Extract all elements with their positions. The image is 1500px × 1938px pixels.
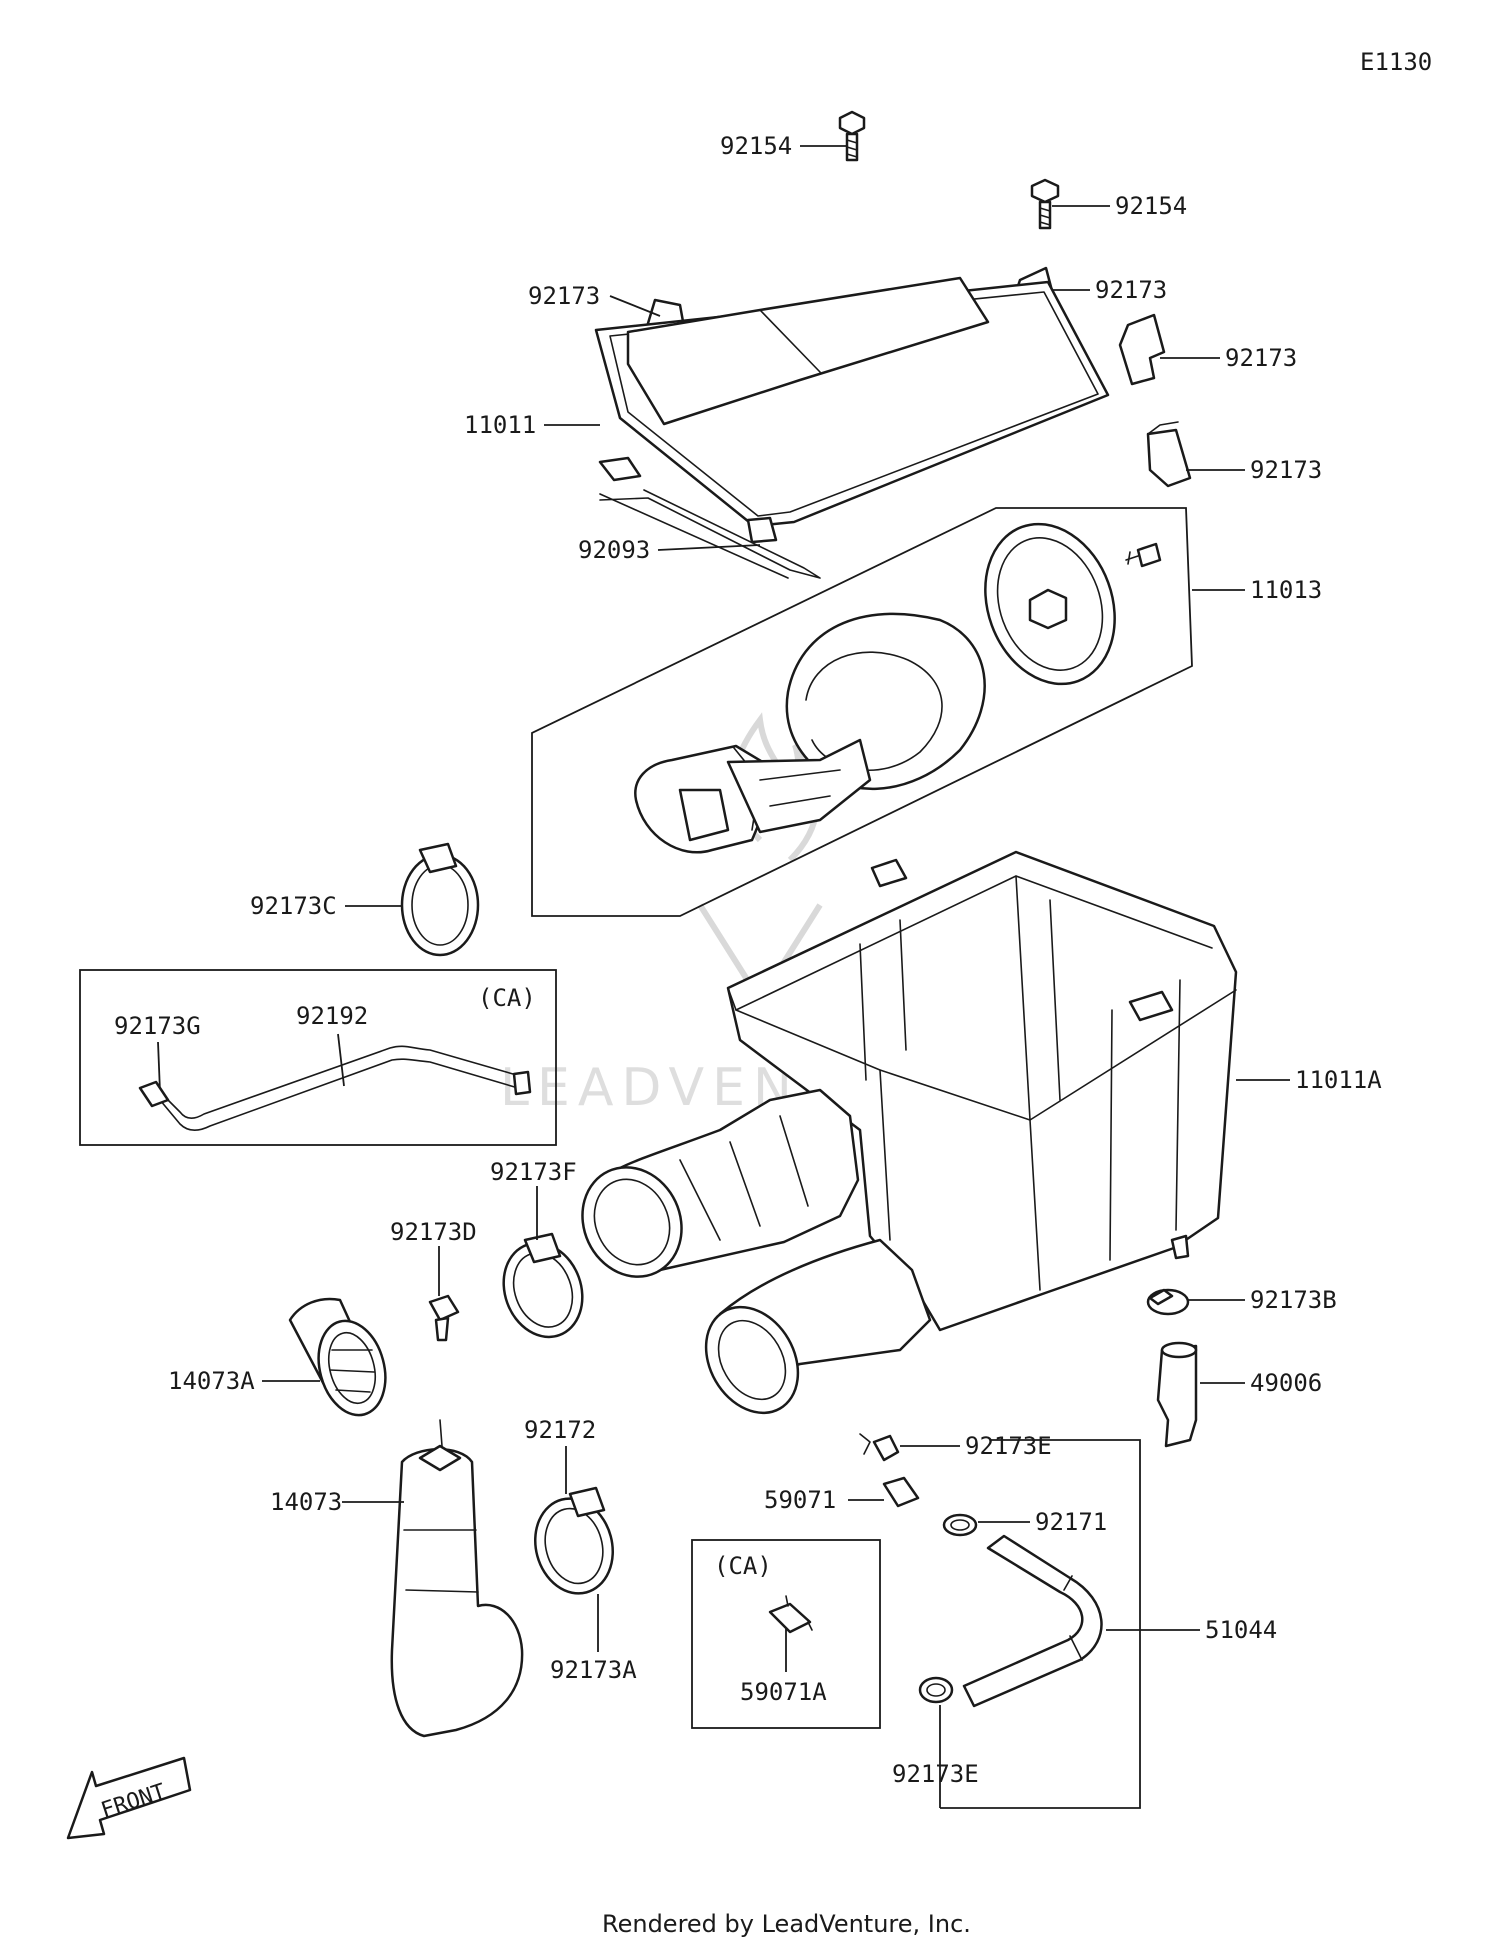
bolt-92154-top [838,110,866,162]
leader-92173-a [609,295,661,317]
clip-92173E-top [859,1433,900,1462]
air-box-case-11011A [726,850,1238,1332]
filter-assembly-box-11013 [531,507,1193,917]
callout-11011A: 11011A [1295,1066,1382,1094]
filter-end-cap [984,522,1116,686]
callout-92173C: 92173C [250,892,337,920]
callout-92173A: 92173A [550,1656,637,1684]
leader-92093 [657,544,761,551]
hose-clamp-92172 [533,1486,615,1595]
duct-adapter-14073A [288,1297,387,1417]
ca-box-breather [79,969,557,1146]
latch-clip-92173-bottom [1146,421,1192,488]
drain-plug-49006 [1156,1341,1198,1448]
leader-92173G [157,1041,161,1093]
air-box-upper-intake [581,1088,860,1278]
bolt-92154-right [1030,178,1060,230]
callout-92154-b: 92154 [1115,192,1187,220]
callout-51044: 51044 [1205,1616,1277,1644]
callout-92171: 92171 [1035,1508,1107,1536]
callout-14073A: 14073A [168,1367,255,1395]
filter-cage [634,738,872,854]
callout-11013: 11013 [1250,576,1322,604]
fitting-59071A [768,1595,813,1634]
hose-clamp-92173F [502,1232,584,1339]
callout-92173-d: 92173 [1250,456,1322,484]
air-box-cover-11011 [594,276,1110,544]
callout-92173B: 92173B [1250,1286,1337,1314]
callout-49006: 49006 [1250,1369,1322,1397]
filter-screw [1125,542,1162,568]
latch-clip-92173-middle [1118,313,1166,386]
callout-92173G: 92173G [114,1012,201,1040]
ca-label-bottom: (CA) [714,1552,772,1580]
callout-14073: 14073 [270,1488,342,1516]
clamp-92173B [1146,1288,1190,1316]
cover-seal-92093 [599,489,821,579]
footer-credit: Rendered by LeadVenture, Inc. [602,1910,971,1938]
clip-92173D [428,1294,460,1342]
diagram-code: E1130 [1360,48,1432,76]
hose-clamp-92173C [400,842,480,957]
callout-59071: 59071 [764,1486,836,1514]
callout-92154-a: 92154 [720,132,792,160]
callout-59071A: 59071A [740,1678,827,1706]
clip-92173E-bottom [918,1676,954,1704]
clamp-92171 [942,1513,978,1537]
callout-92173E-b: 92173E [892,1760,979,1788]
callout-92173E-a: 92173E [965,1432,1052,1460]
drain-hose-51044 [962,1534,1103,1708]
plug-59071 [882,1476,920,1508]
ca-label-top: (CA) [478,984,536,1012]
bracket-51044-group [940,1439,1141,1809]
callout-92173F: 92173F [490,1158,577,1186]
callout-92173D: 92173D [390,1218,477,1246]
callout-92173-a: 92173 [528,282,600,310]
air-box-lower-intake [704,1238,932,1415]
callout-92173-b: 92173 [1095,276,1167,304]
callout-92093: 92093 [578,536,650,564]
ca-box-bottom [691,1539,881,1729]
callout-92192: 92192 [296,1002,368,1030]
callout-92173-c: 92173 [1225,344,1297,372]
breather-hose-92192 [138,1045,532,1132]
front-direction-arrow[interactable]: FRONT [66,1756,192,1840]
callout-92172: 92172 [524,1416,596,1444]
intake-duct-14073 [390,1419,524,1738]
callout-11011: 11011 [464,411,536,439]
